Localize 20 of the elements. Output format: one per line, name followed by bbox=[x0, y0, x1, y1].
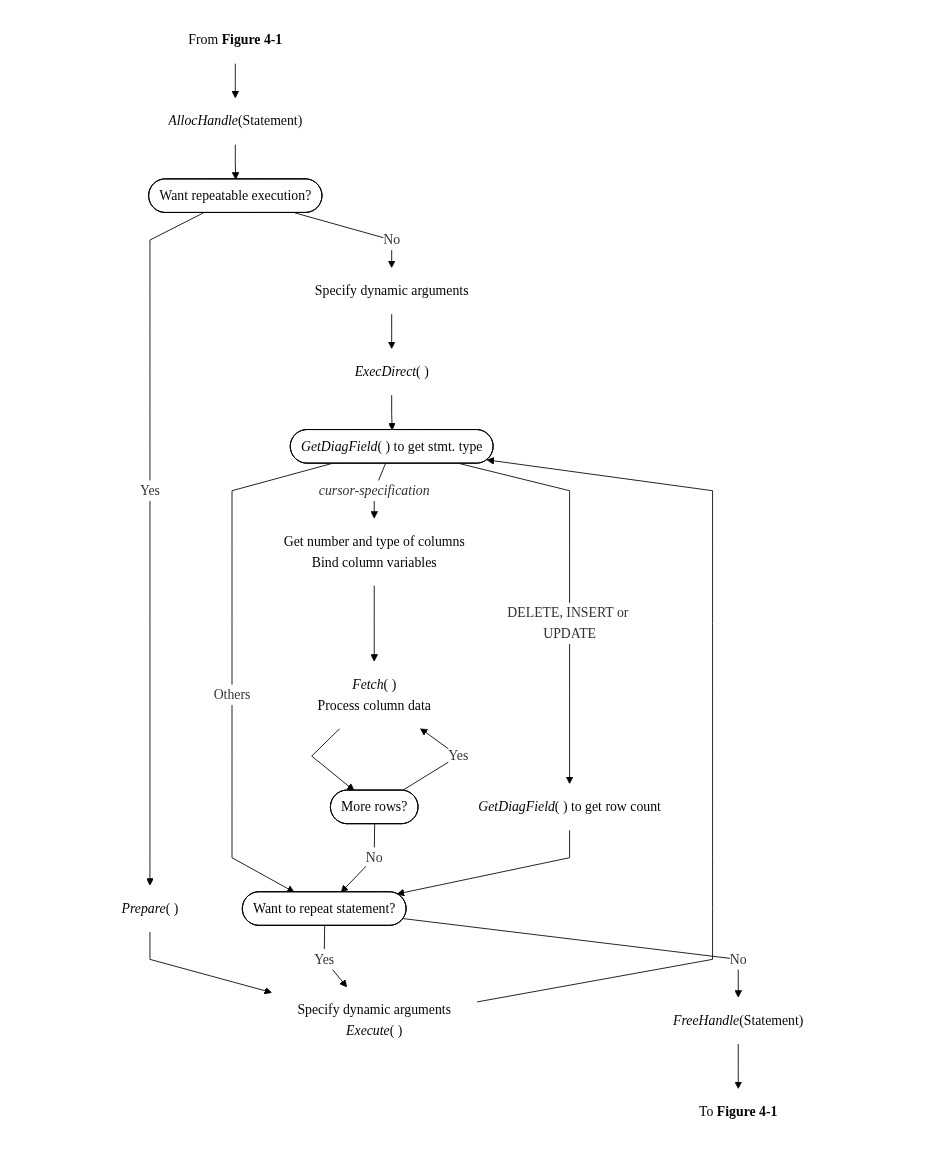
edge-label: Yes bbox=[448, 748, 469, 763]
edge-label: DELETE, INSERT or UPDATE bbox=[507, 605, 629, 641]
node-text: FreeHandle(Statement) bbox=[673, 1012, 804, 1028]
node-text: AllocHandle(Statement) bbox=[168, 113, 303, 129]
edge-label: No bbox=[383, 232, 401, 247]
node-text: Specify dynamic arguments bbox=[314, 283, 469, 298]
node-text: Fetch( ) Process column data bbox=[317, 676, 431, 713]
node-text: Specify dynamic arguments Execute( ) bbox=[297, 1002, 452, 1038]
node-text: Get number and type of columns Bind column variables bbox=[283, 533, 465, 570]
edge-label: Yes bbox=[314, 951, 335, 967]
node-text: Prepare( ) bbox=[121, 900, 179, 916]
edge-label: cursor-specification bbox=[318, 482, 430, 498]
edge-label: Others bbox=[213, 687, 251, 702]
edge-label: No bbox=[729, 951, 747, 967]
node-text: GetDiagField( ) to get row count bbox=[478, 799, 661, 814]
node-text: From Figure 4-1 bbox=[188, 32, 283, 48]
node-text: ExecDirect( ) bbox=[354, 364, 429, 379]
node-text: To Figure 4-1 bbox=[699, 1104, 778, 1119]
edge-label: No bbox=[365, 849, 383, 865]
edge-label: Yes bbox=[139, 482, 160, 498]
